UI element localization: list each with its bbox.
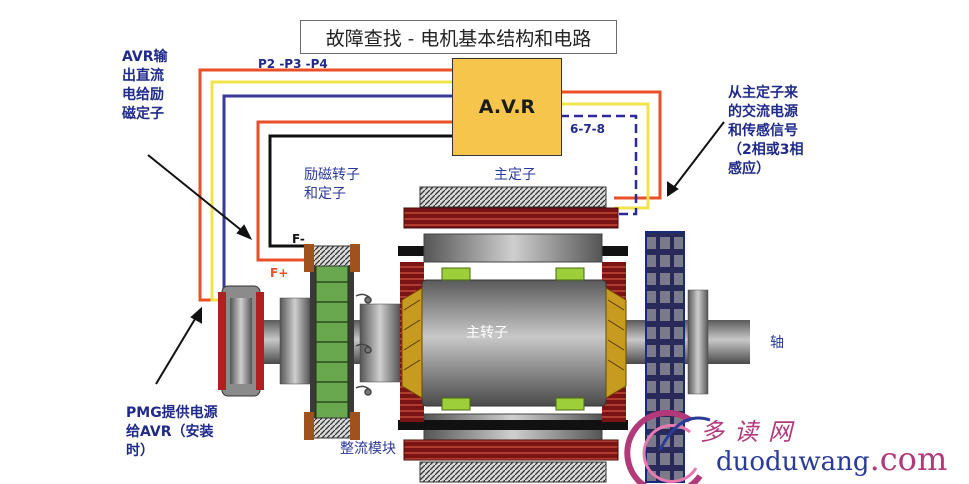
- shaft-step: [359, 303, 401, 383]
- arrow-main-stator: [671, 121, 725, 191]
- shaft-right-hub: [687, 289, 709, 395]
- wire-stator-yellow: [560, 102, 650, 210]
- label-main-rotor: 主转子: [466, 325, 508, 341]
- page-title: 故障查找 - 电机基本结构和电路: [300, 20, 617, 54]
- main-stator-top: [398, 186, 628, 263]
- annotation-main-stator-feed: 从主定子来 的交流电源 和传感信号 （2相或3相 感应）: [728, 85, 804, 177]
- watermark-chinese: 多读网: [700, 418, 802, 446]
- arrows: [147, 121, 725, 385]
- avr-module: A.V.R: [452, 58, 562, 156]
- arrow-head: [236, 224, 253, 240]
- exciter-assembly: [304, 244, 360, 440]
- annotation-avr-output: AVR输 出直流 电给励 磁定子: [122, 49, 168, 122]
- label-f-plus: F+: [270, 266, 289, 280]
- label-main-stator: 主定子: [494, 167, 536, 183]
- main-rotor: [401, 279, 627, 407]
- arrow-pmg: [155, 313, 199, 385]
- label-rectifier: 整流模块: [340, 441, 396, 457]
- label-exciter: 励磁转子 和定子: [304, 167, 360, 202]
- pmg-unit: [218, 285, 264, 397]
- watermark-domain-main: duoduwang: [716, 447, 870, 477]
- wire-group: [198, 68, 662, 302]
- shaft-collar: [279, 297, 311, 385]
- rotor-poles: [441, 267, 585, 411]
- main-stator-bottom: [398, 413, 628, 483]
- label-shaft: 轴: [770, 335, 784, 351]
- wire-stator-orange: [560, 90, 662, 200]
- wire-f-minus: [268, 134, 452, 248]
- label-f-minus: F-: [292, 232, 305, 246]
- label-sense-terminals: 6-7-8: [570, 122, 606, 136]
- arrow-head: [190, 306, 202, 324]
- watermark-domain: duoduwang.com: [716, 440, 947, 478]
- watermark-domain-suffix: .com: [869, 440, 948, 478]
- watermark-logo: [624, 409, 711, 484]
- cooling-fan: [645, 231, 685, 483]
- wire-sense-dashed: [560, 114, 638, 216]
- annotation-pmg-supply: PMG提供电源 给AVR（安装 时）: [126, 405, 218, 459]
- arrow-head: [667, 181, 679, 197]
- label-p-terminals: P2 -P3 -P4: [258, 57, 328, 71]
- wire-f-plus: [256, 120, 452, 262]
- rectifier-module: [355, 293, 372, 396]
- arrow-avr-output: [147, 154, 247, 235]
